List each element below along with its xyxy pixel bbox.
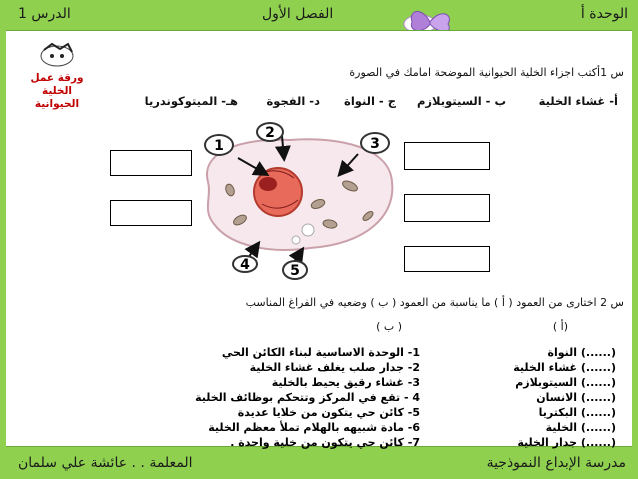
label-circle-5: 5 (282, 260, 308, 280)
column-b-item: 1- الوحدة الاساسية لبناء الكائن الحي (221, 346, 420, 359)
unit-label: الوحدة أ (580, 6, 628, 22)
column-b-item: 7- كائن حي يتكون من خلية واحدة . (230, 436, 420, 449)
answer-box-4[interactable] (404, 194, 490, 222)
q1-option-e: هـ- الميتوكوندريا (144, 94, 238, 108)
label-circle-1: 1 (204, 134, 234, 156)
answer-box-1[interactable] (110, 150, 192, 176)
column-a-item: (......) النواة (547, 346, 616, 359)
badge-line2: الخلية الحيوانية (34, 85, 80, 110)
column-b-item: 2- جدار صلب يغلف غشاء الخلية (249, 361, 420, 374)
answer-box-3[interactable] (404, 142, 490, 170)
column-a-item: (......) البكتريا (538, 406, 616, 419)
mitochondrion (310, 199, 326, 209)
nucleolus (259, 177, 277, 191)
header-bar (0, 0, 638, 30)
vacuole (291, 235, 301, 245)
cartoon-icon (40, 42, 74, 67)
q1-option-a: أ- غشاء الخلية (538, 94, 618, 108)
frame-left (0, 30, 6, 447)
column-a-item: (......) غشاء الخلية (513, 361, 616, 374)
column-a-item: (......) الخلية (545, 421, 616, 434)
q1-option-c: ج - النواة (344, 94, 396, 108)
frame-right (632, 30, 638, 447)
mitochondrion (225, 183, 235, 197)
column-a-header: (أ ) (552, 320, 568, 333)
column-a-item: (......) جدار الخلية (517, 436, 616, 449)
column-b-item: 3- غشاء رقيق يحيط بالخلية (271, 376, 420, 389)
column-b-item: 5- كائن حي يتكون من خلايا عديدة (237, 406, 420, 419)
mitochondrion (342, 180, 358, 192)
vacuole (301, 223, 315, 237)
mitochondrion (322, 219, 338, 229)
mitochondrion (362, 211, 374, 221)
footer-bar (0, 447, 638, 479)
school-name: مدرسة الإبداع النموذجية (486, 455, 626, 471)
chapter-label: الفصل الأول (262, 6, 334, 22)
column-b-item: 4 - تقع في المركز وتتحكم بوظائف الخلية (195, 391, 420, 404)
answer-box-5[interactable] (404, 246, 490, 272)
lesson-label: الدرس 1 (18, 6, 71, 22)
badge-line1: ورقة عمل (30, 72, 84, 84)
column-a-item: (......) السيتوبلازم (515, 376, 616, 389)
nucleus (253, 167, 303, 217)
q1-option-b: ب - السيتوبلازم (417, 94, 506, 108)
column-b-header: ( ب ) (376, 320, 402, 333)
q2-prompt: س 2 اختارى من العمود ( أ ) ما يناسبة من … (245, 296, 624, 309)
mitochondrion (233, 214, 247, 226)
label-circle-2: 2 (256, 122, 284, 142)
column-b-item: 6- مادة شبيهه بالهلام تملأ معظم الخلية (208, 421, 420, 434)
column-a-item: (......) الانسان (536, 391, 616, 404)
q1-prompt: س 1أكتب اجزاء الخلية الحيوانية الموضحة ا… (349, 66, 624, 79)
label-circle-4: 4 (232, 255, 258, 273)
answer-box-2[interactable] (110, 200, 192, 226)
worksheet-badge: ورقة عمل الخلية الحيوانية (24, 42, 90, 111)
teacher-name: المعلمة . . عائشة علي سلمان (18, 455, 193, 471)
label-circle-3: 3 (360, 132, 390, 154)
q1-option-d: د- الفجوة (266, 94, 320, 108)
